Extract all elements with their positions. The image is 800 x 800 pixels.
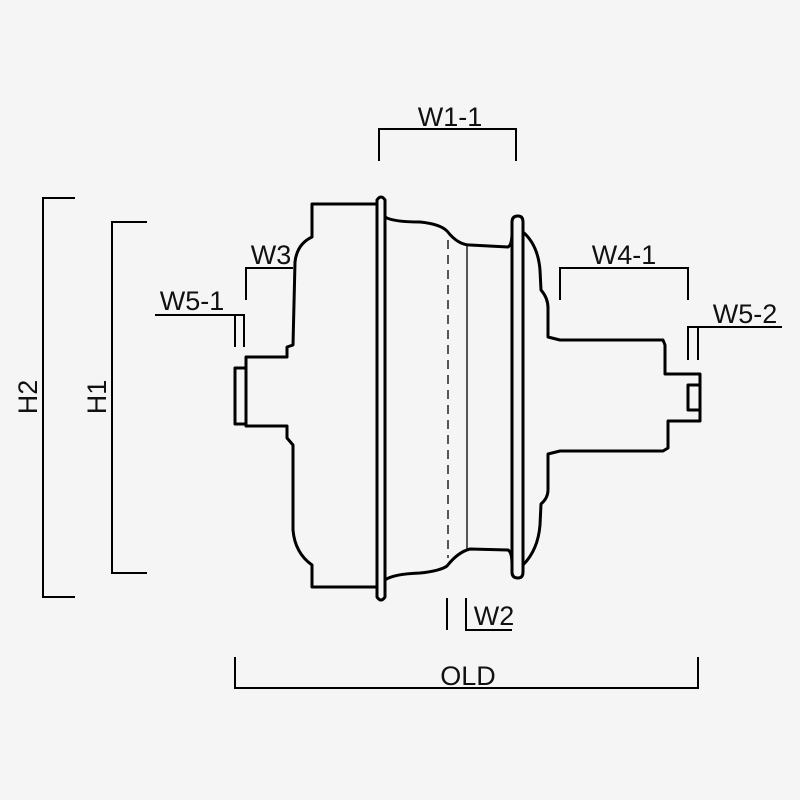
label-w2: W2 — [474, 601, 515, 631]
hub-outline — [233, 195, 702, 602]
label-h2: H2 — [13, 380, 43, 415]
label-w5-1: W5-1 — [160, 286, 225, 316]
dimension-w5-2: W5-2 — [687, 299, 782, 360]
dimension-old: OLD — [234, 657, 699, 691]
left-flange — [375, 195, 387, 602]
right-axle-block — [686, 383, 702, 412]
right-housing — [521, 230, 702, 567]
label-w1-1: W1-1 — [418, 102, 483, 132]
dimension-w3: W3 — [245, 240, 293, 300]
label-old: OLD — [440, 661, 496, 691]
right-flange — [510, 214, 525, 580]
label-w3: W3 — [251, 240, 292, 270]
dimension-h1: H1 — [82, 221, 147, 574]
label-h1: H1 — [82, 380, 112, 415]
dimension-w1-1: W1-1 — [378, 102, 517, 161]
left-axle-block — [233, 366, 248, 426]
label-w5-2: W5-2 — [713, 299, 778, 329]
label-w4-1: W4-1 — [592, 240, 657, 270]
dimension-w5-1: W5-1 — [155, 286, 245, 347]
dimension-h2: H2 — [13, 197, 75, 598]
drum-bottom — [384, 547, 514, 582]
dimension-w2: W2 — [446, 598, 515, 631]
dimension-w4-1: W4-1 — [559, 240, 689, 300]
drum-top — [384, 215, 514, 249]
